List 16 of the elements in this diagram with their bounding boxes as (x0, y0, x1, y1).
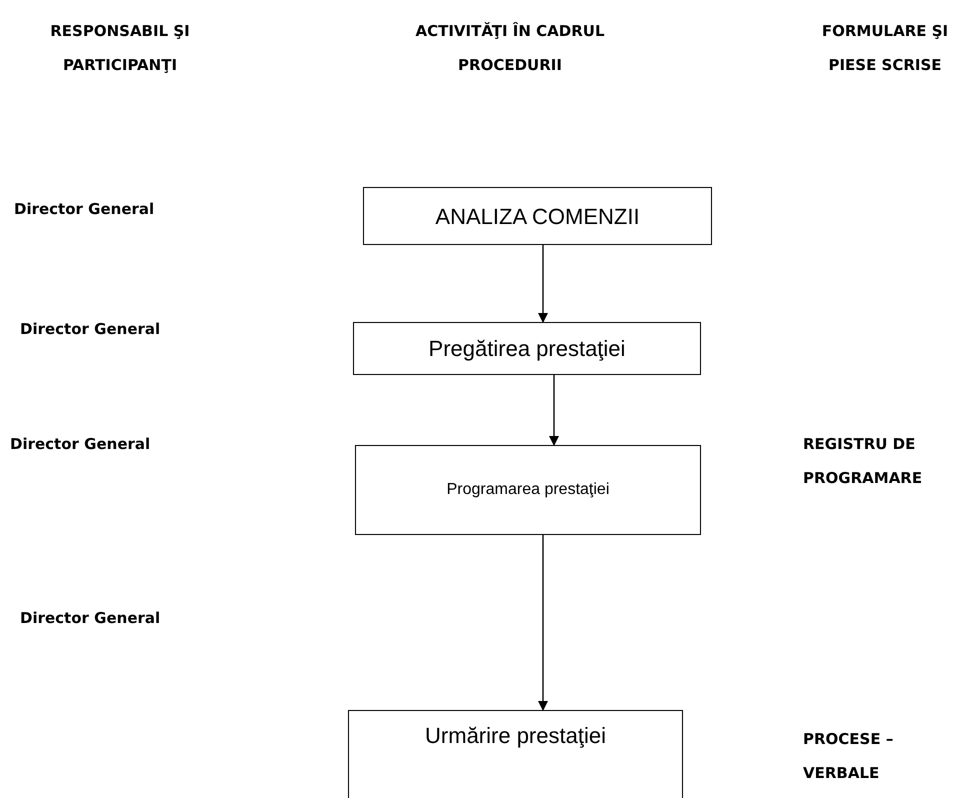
column-header: FORMULARE ŞI PIESE SCRISE (820, 21, 950, 76)
label: Director General (10, 434, 152, 455)
label: Director General (14, 199, 156, 220)
label: Director General (20, 319, 162, 340)
process-box: Pregătirea prestaţiei (353, 322, 701, 375)
process-box: Programarea prestaţiei (355, 445, 701, 535)
arrow (549, 375, 559, 446)
column-header: ACTIVITĂŢI ÎN CADRUL PROCEDURII (414, 21, 606, 76)
arrow (538, 535, 548, 711)
label: REGISTRU DE PROGRAMARE (803, 434, 924, 489)
label: Director General (20, 608, 162, 629)
arrow (538, 245, 548, 323)
process-box: ANALIZA COMENZII (363, 187, 712, 245)
process-box: Urmărire prestaţiei (348, 710, 683, 798)
label: PROCESE – VERBALE (803, 729, 894, 784)
column-header: RESPONSABIL ŞI PARTICIPANŢI (49, 21, 191, 76)
